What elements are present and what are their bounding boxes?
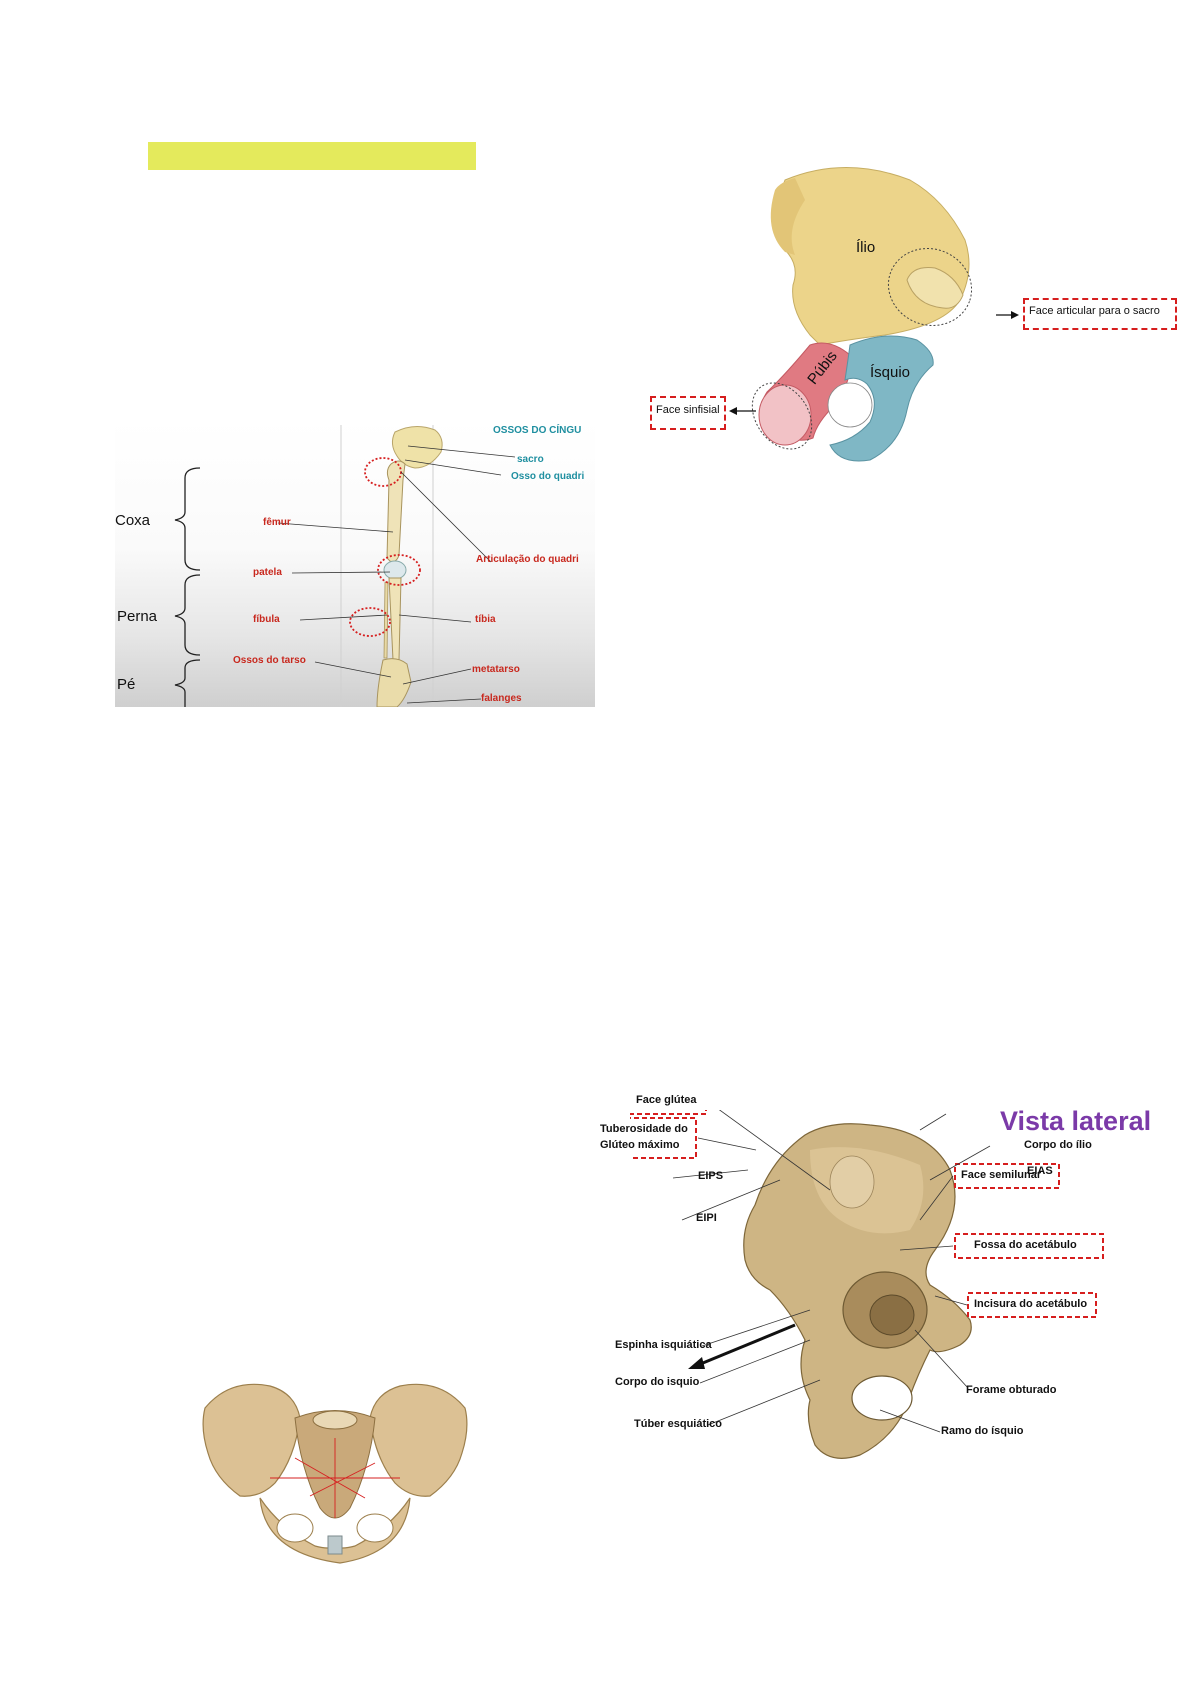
label-fibula: fíbula — [253, 614, 280, 625]
brace-pe — [174, 659, 201, 707]
label-face-sinfisial: Face sinfisial — [656, 404, 720, 416]
lateral-view-drawing — [630, 1110, 1104, 1459]
femur-shape — [386, 460, 406, 563]
lower-limb-drawing — [174, 425, 516, 707]
label-corpo-do-ilio: Corpo do ílio — [1024, 1139, 1092, 1151]
label-eipi: EIPI — [696, 1212, 717, 1224]
lateral-view-figure: Vista lateral Face glútea Tuberosidade d… — [600, 1095, 1190, 1510]
label-fossa-do-acetabulo: Fossa do acetábulo — [974, 1239, 1077, 1251]
label-isquio: Ísquio — [870, 364, 911, 381]
region-perna: Perna — [117, 608, 158, 625]
label-eips: EIPS — [698, 1170, 724, 1182]
label-gluteo-maximo: Glúteo máximo — [600, 1139, 680, 1151]
label-ilio: Ílio — [856, 239, 876, 256]
label-ramo-do-isquio: Ramo do ísquio — [941, 1425, 1024, 1437]
brace-perna — [174, 574, 201, 656]
highlight-bar — [148, 142, 476, 170]
callout-box-sinfisial — [650, 396, 726, 430]
tibia-shape — [388, 577, 402, 661]
brace-coxa — [174, 467, 201, 571]
label-femur: fêmur — [263, 517, 291, 528]
callout-box-sacral — [1023, 298, 1177, 330]
ilio-shape — [774, 167, 970, 346]
label-face-articular-para-o-sacro: Face articular para o sacro — [1029, 305, 1160, 317]
label-forame-obturado: Forame obturado — [966, 1384, 1057, 1396]
obturator-foramen-lateral — [851, 1375, 913, 1421]
hip-bone-drawing — [729, 167, 1019, 462]
pelvis-drawing — [202, 1383, 468, 1564]
label-incisura-do-acetabulo: Incisura do acetábulo — [974, 1298, 1088, 1310]
hip-bone-figure: Ílio Púbis Ísquio Face articular para o … — [645, 160, 1190, 490]
label-tibia: tíbia — [475, 614, 496, 625]
label-tuber-esquiatico: Túber esquiático — [634, 1418, 723, 1430]
label-ossos-do-tarso: Ossos do tarso — [233, 655, 306, 666]
label-osso-do-quadril: Osso do quadri — [511, 471, 585, 482]
label-tuberosidade-do: Tuberosidade do — [600, 1123, 688, 1135]
region-pe: Pé — [117, 676, 136, 693]
title-vista-lateral: Vista lateral — [1000, 1106, 1152, 1136]
region-coxa: Coxa — [115, 512, 151, 529]
lower-limb-figure: OSSOS DO CÍNGU sacro Osso do quadri Coxa… — [115, 420, 595, 707]
isquio-shape — [829, 335, 934, 462]
label-articulacao-do-quadril: Articulação do quadri — [476, 554, 579, 565]
header-ossos-do-cingulo: OSSOS DO CÍNGU — [493, 425, 582, 436]
label-metatarso: metatarso — [472, 664, 520, 675]
label-face-semilunar: Face semilunar — [961, 1169, 1042, 1181]
label-corpo-do-isquio: Corpo do isquio — [615, 1376, 700, 1388]
label-espinha-isquiatica: Espinha isquiática — [615, 1339, 712, 1351]
pelvis-figure — [200, 1378, 470, 1568]
label-eias: EIAS — [1027, 1165, 1053, 1177]
fibula-shape — [383, 581, 389, 659]
label-sacro: sacro — [517, 454, 544, 465]
label-patela: patela — [253, 567, 282, 578]
label-falanges: falanges — [481, 693, 522, 704]
label-face-glutea: Face glútea — [636, 1094, 697, 1106]
foot-shape — [376, 658, 412, 707]
obturator-foramen — [827, 382, 873, 428]
